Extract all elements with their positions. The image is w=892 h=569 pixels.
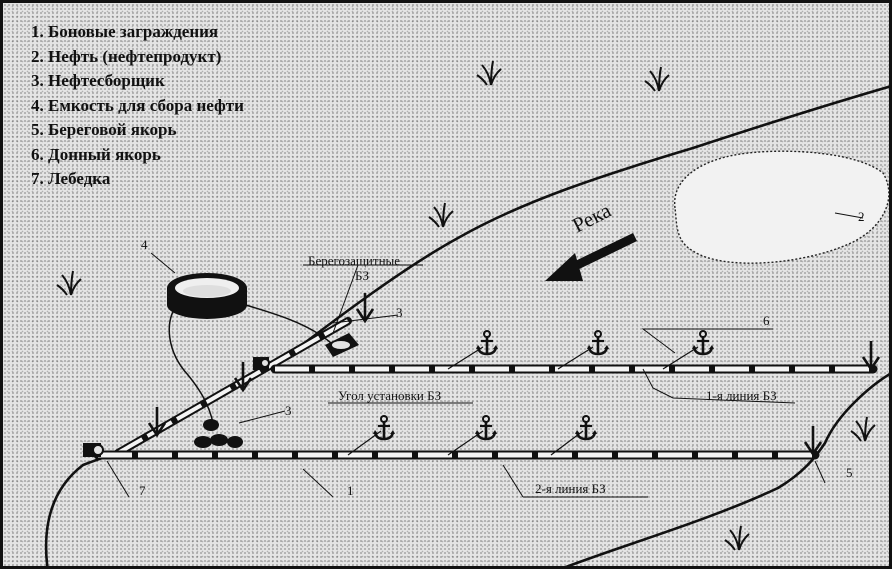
legend-item: 4Емкость для сбора нефти (31, 94, 244, 119)
legend-item: 7Лебедка (31, 167, 244, 192)
hose-line (168, 302, 214, 424)
anchor-icon (473, 414, 499, 441)
winch-icon (253, 357, 270, 370)
grass-icon (850, 416, 876, 442)
tank-icon (167, 273, 247, 319)
callout-1: 1 (347, 483, 354, 498)
legend-item: 5Береговой якорь (31, 118, 244, 143)
callout-3b: 3 (285, 403, 292, 418)
anchor-icon (573, 414, 599, 441)
bottom-anchors (347, 329, 716, 456)
shore-anchor-icon (355, 291, 375, 323)
river-arrow-icon (545, 232, 637, 281)
legend-item: 6Донный якорь (31, 143, 244, 168)
shore-anchor-icon (803, 424, 823, 456)
grass-icon (724, 525, 750, 551)
anchor-icon (690, 329, 716, 356)
leader-lines (106, 212, 864, 498)
callout-4: 4 (141, 237, 148, 252)
legend: 1Боновые заграждения 2Нефть (нефтепродук… (31, 20, 244, 192)
shore-boom-label-line1: Берегозащитные (308, 253, 400, 268)
skimmer-icon (194, 419, 243, 448)
callout-6: 6 (763, 313, 770, 328)
legend-item: 2Нефть (нефтепродукт) (31, 45, 244, 70)
legend-item: 1Боновые заграждения (31, 20, 244, 45)
grass-icon (428, 202, 454, 228)
install-angle-label: Угол установки БЗ (338, 388, 441, 403)
skimmer-icon (325, 333, 359, 357)
grass-icon (56, 270, 82, 296)
river-label: Река (568, 198, 615, 238)
callout-7: 7 (139, 483, 146, 498)
oil-spill-boom-diagram: Река (44, 60, 889, 566)
boom-line-1-label: 1-я линия БЗ (706, 388, 777, 403)
oil-slick (674, 150, 889, 264)
grass-icon (476, 60, 502, 86)
boom-line-2-label: 2-я линия БЗ (535, 481, 606, 496)
hose-line (238, 302, 332, 344)
grass-icon (644, 66, 670, 92)
winch-icon (83, 443, 104, 457)
callout-5: 5 (846, 465, 853, 480)
anchor-icon (371, 414, 397, 441)
shore-boom-label-line2: БЗ (355, 268, 369, 283)
callout-2: 2 (858, 209, 865, 224)
anchor-icon (474, 329, 500, 356)
callout-3a: 3 (396, 305, 403, 320)
legend-item: 3Нефтесборщик (31, 69, 244, 94)
anchor-icon (585, 329, 611, 356)
